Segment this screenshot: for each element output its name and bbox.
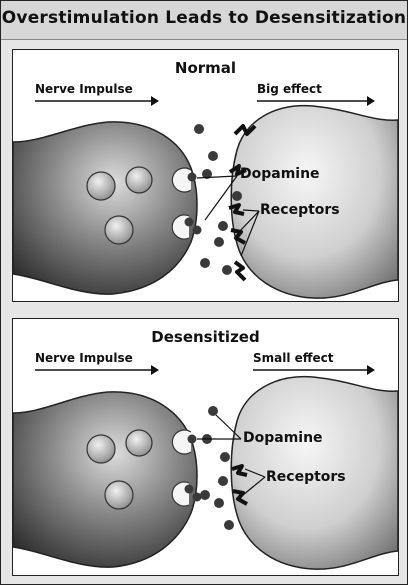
vesicle — [86, 171, 116, 201]
dopamine-molecule — [202, 169, 212, 179]
panel-normal: Normal Nerve Impulse Big effect Dopamine… — [12, 49, 399, 302]
dopamine-molecule — [192, 225, 202, 235]
dopamine-molecule — [224, 520, 234, 530]
nerve-impulse-label: Nerve Impulse — [35, 351, 133, 365]
dopamine-molecule — [218, 221, 228, 231]
dopamine-label: Dopamine — [240, 166, 320, 182]
receptor-callout-line — [242, 209, 260, 212]
dopamine-label: Dopamine — [243, 430, 323, 446]
dopamine-molecule — [184, 217, 194, 227]
nerve-impulse-label: Nerve Impulse — [35, 82, 133, 96]
dopamine-molecule — [220, 452, 230, 462]
dopamine-callout-line — [196, 175, 238, 179]
desensitized-synapse-illustration — [13, 365, 398, 570]
panel-title: Desensitized — [151, 328, 260, 346]
dopamine-callout-line — [204, 175, 238, 221]
receptors-label: Receptors — [260, 202, 340, 218]
dopamine-molecule — [232, 191, 242, 201]
dopamine-molecule — [192, 492, 202, 502]
receptor — [232, 489, 248, 506]
dopamine-molecule — [187, 172, 197, 182]
vesicle — [125, 429, 153, 457]
vesicle — [104, 480, 134, 510]
normal-synapse-illustration — [13, 96, 398, 299]
postsynaptic-neuron — [230, 375, 398, 570]
dopamine-molecule — [222, 265, 232, 275]
vesicle — [125, 166, 153, 194]
receptor-callout-line — [244, 468, 266, 478]
dopamine-molecule — [194, 124, 204, 134]
postsynaptic-neuron — [230, 104, 398, 299]
dopamine-molecule — [214, 498, 224, 508]
receptor-callout-line — [240, 210, 260, 257]
dopamine-molecule — [208, 151, 218, 161]
docking-vesicle — [171, 167, 192, 193]
dopamine-molecule — [187, 434, 197, 444]
nerve-impulse-arrowhead — [151, 365, 159, 375]
dopamine-molecule — [208, 406, 218, 416]
receptor — [231, 464, 248, 477]
dopamine-molecule — [218, 476, 228, 486]
dopamine-molecule — [184, 484, 194, 494]
panel-title: Normal — [174, 59, 237, 77]
receptor-callout-line — [238, 210, 260, 233]
figure-title: Overstimulation Leads to Desensitization — [1, 8, 407, 28]
docking-vesicle — [171, 429, 192, 455]
dopamine-molecule — [214, 237, 224, 247]
header-bar: Overstimulation Leads to Desensitization — [1, 1, 407, 40]
receptor — [233, 260, 247, 282]
dopamine-callout-line — [215, 414, 242, 440]
receptor — [233, 124, 257, 136]
dopamine-molecule — [200, 490, 210, 500]
receptor — [230, 228, 246, 245]
receptor — [228, 164, 247, 176]
vesicle — [86, 434, 116, 464]
effect-arrowhead — [367, 365, 375, 375]
effect-label: Big effect — [257, 82, 322, 96]
effect-label: Small effect — [253, 351, 334, 365]
receptors-label: Receptors — [266, 469, 346, 485]
dopamine-molecule — [200, 258, 210, 268]
receptor — [228, 203, 245, 216]
presynaptic-neuron — [13, 391, 198, 568]
vesicle — [104, 215, 134, 245]
nerve-impulse-arrowhead — [151, 96, 159, 106]
presynaptic-neuron — [13, 121, 198, 295]
receptor-callout-line — [242, 476, 266, 496]
effect-arrowhead — [367, 96, 375, 106]
panel-desensitized: Desensitized Nerve Impulse Small effect … — [12, 318, 399, 576]
